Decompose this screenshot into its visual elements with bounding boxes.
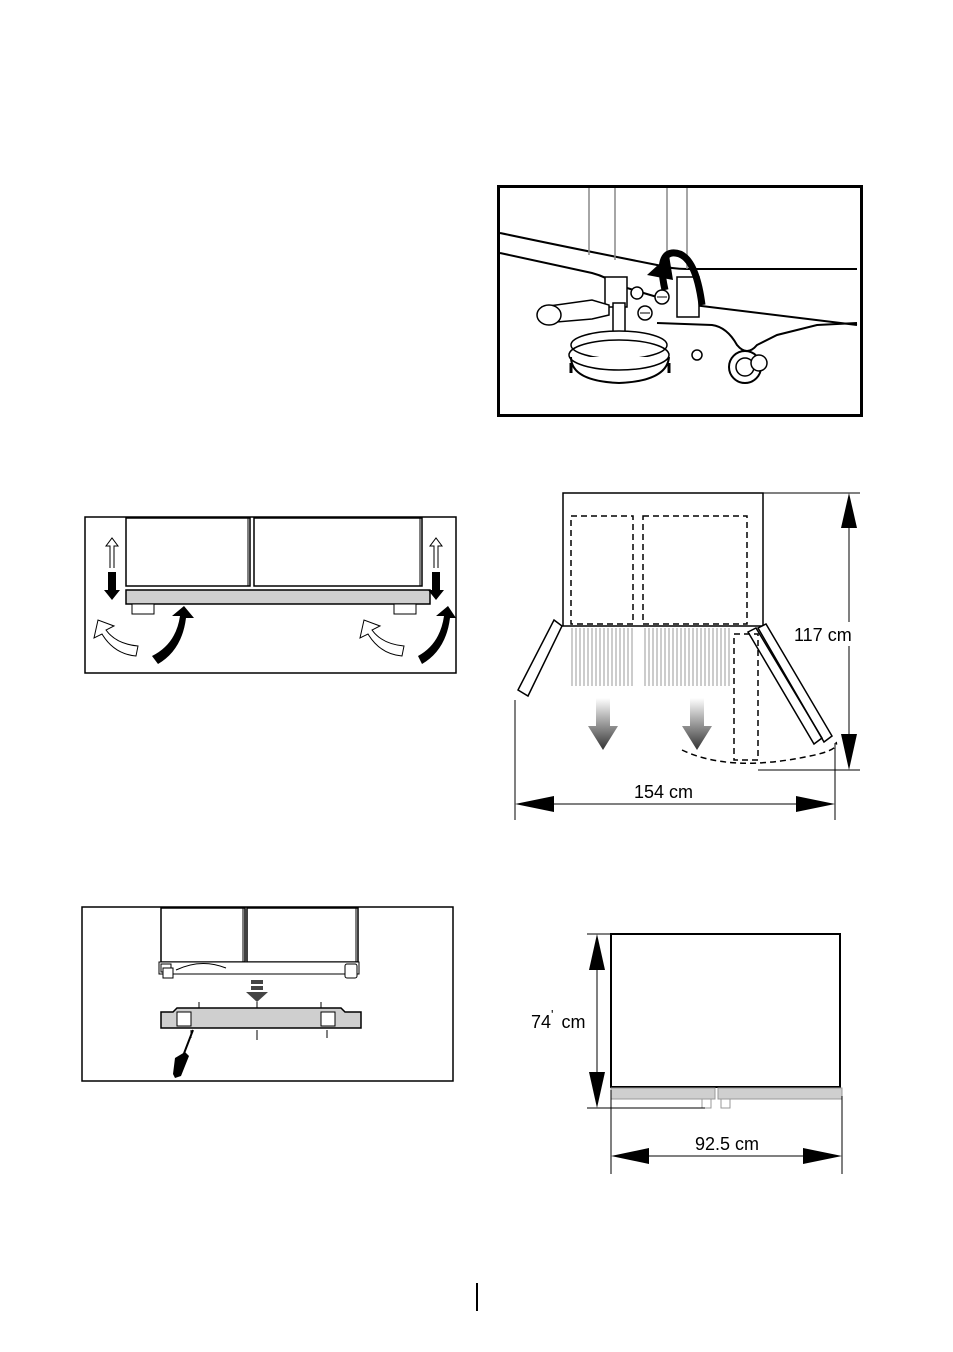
front-dimensions-illustration: 74' cm 92.5 cm <box>525 930 850 1176</box>
height-dimension-label: 117 cm <box>794 625 852 645</box>
foot-closeup-illustration <box>497 185 863 417</box>
foot-closeup-figure <box>497 185 863 417</box>
page-marker <box>476 1283 478 1311</box>
feet-adjust-figure <box>84 516 457 674</box>
down-arrow-icon <box>588 698 618 750</box>
height-dimension-unit: cm <box>562 1012 586 1032</box>
height-dimension-mark: ' <box>551 1007 553 1022</box>
door-clearance-figure: 117 cm 154 cm <box>510 488 866 824</box>
door-clearance-illustration: 117 cm 154 cm <box>510 488 866 824</box>
plinth-fitting-figure <box>81 906 454 1082</box>
width-dimension-label: 92.5 cm <box>695 1134 759 1154</box>
feet-adjust-illustration <box>84 516 457 674</box>
width-dimension-label: 154 cm <box>634 782 693 802</box>
down-arrow-icon <box>682 698 712 750</box>
front-dimensions-figure: 74' cm 92.5 cm <box>525 930 850 1176</box>
height-dimension-value: 74 <box>531 1012 551 1032</box>
plinth-fitting-illustration <box>81 906 454 1082</box>
